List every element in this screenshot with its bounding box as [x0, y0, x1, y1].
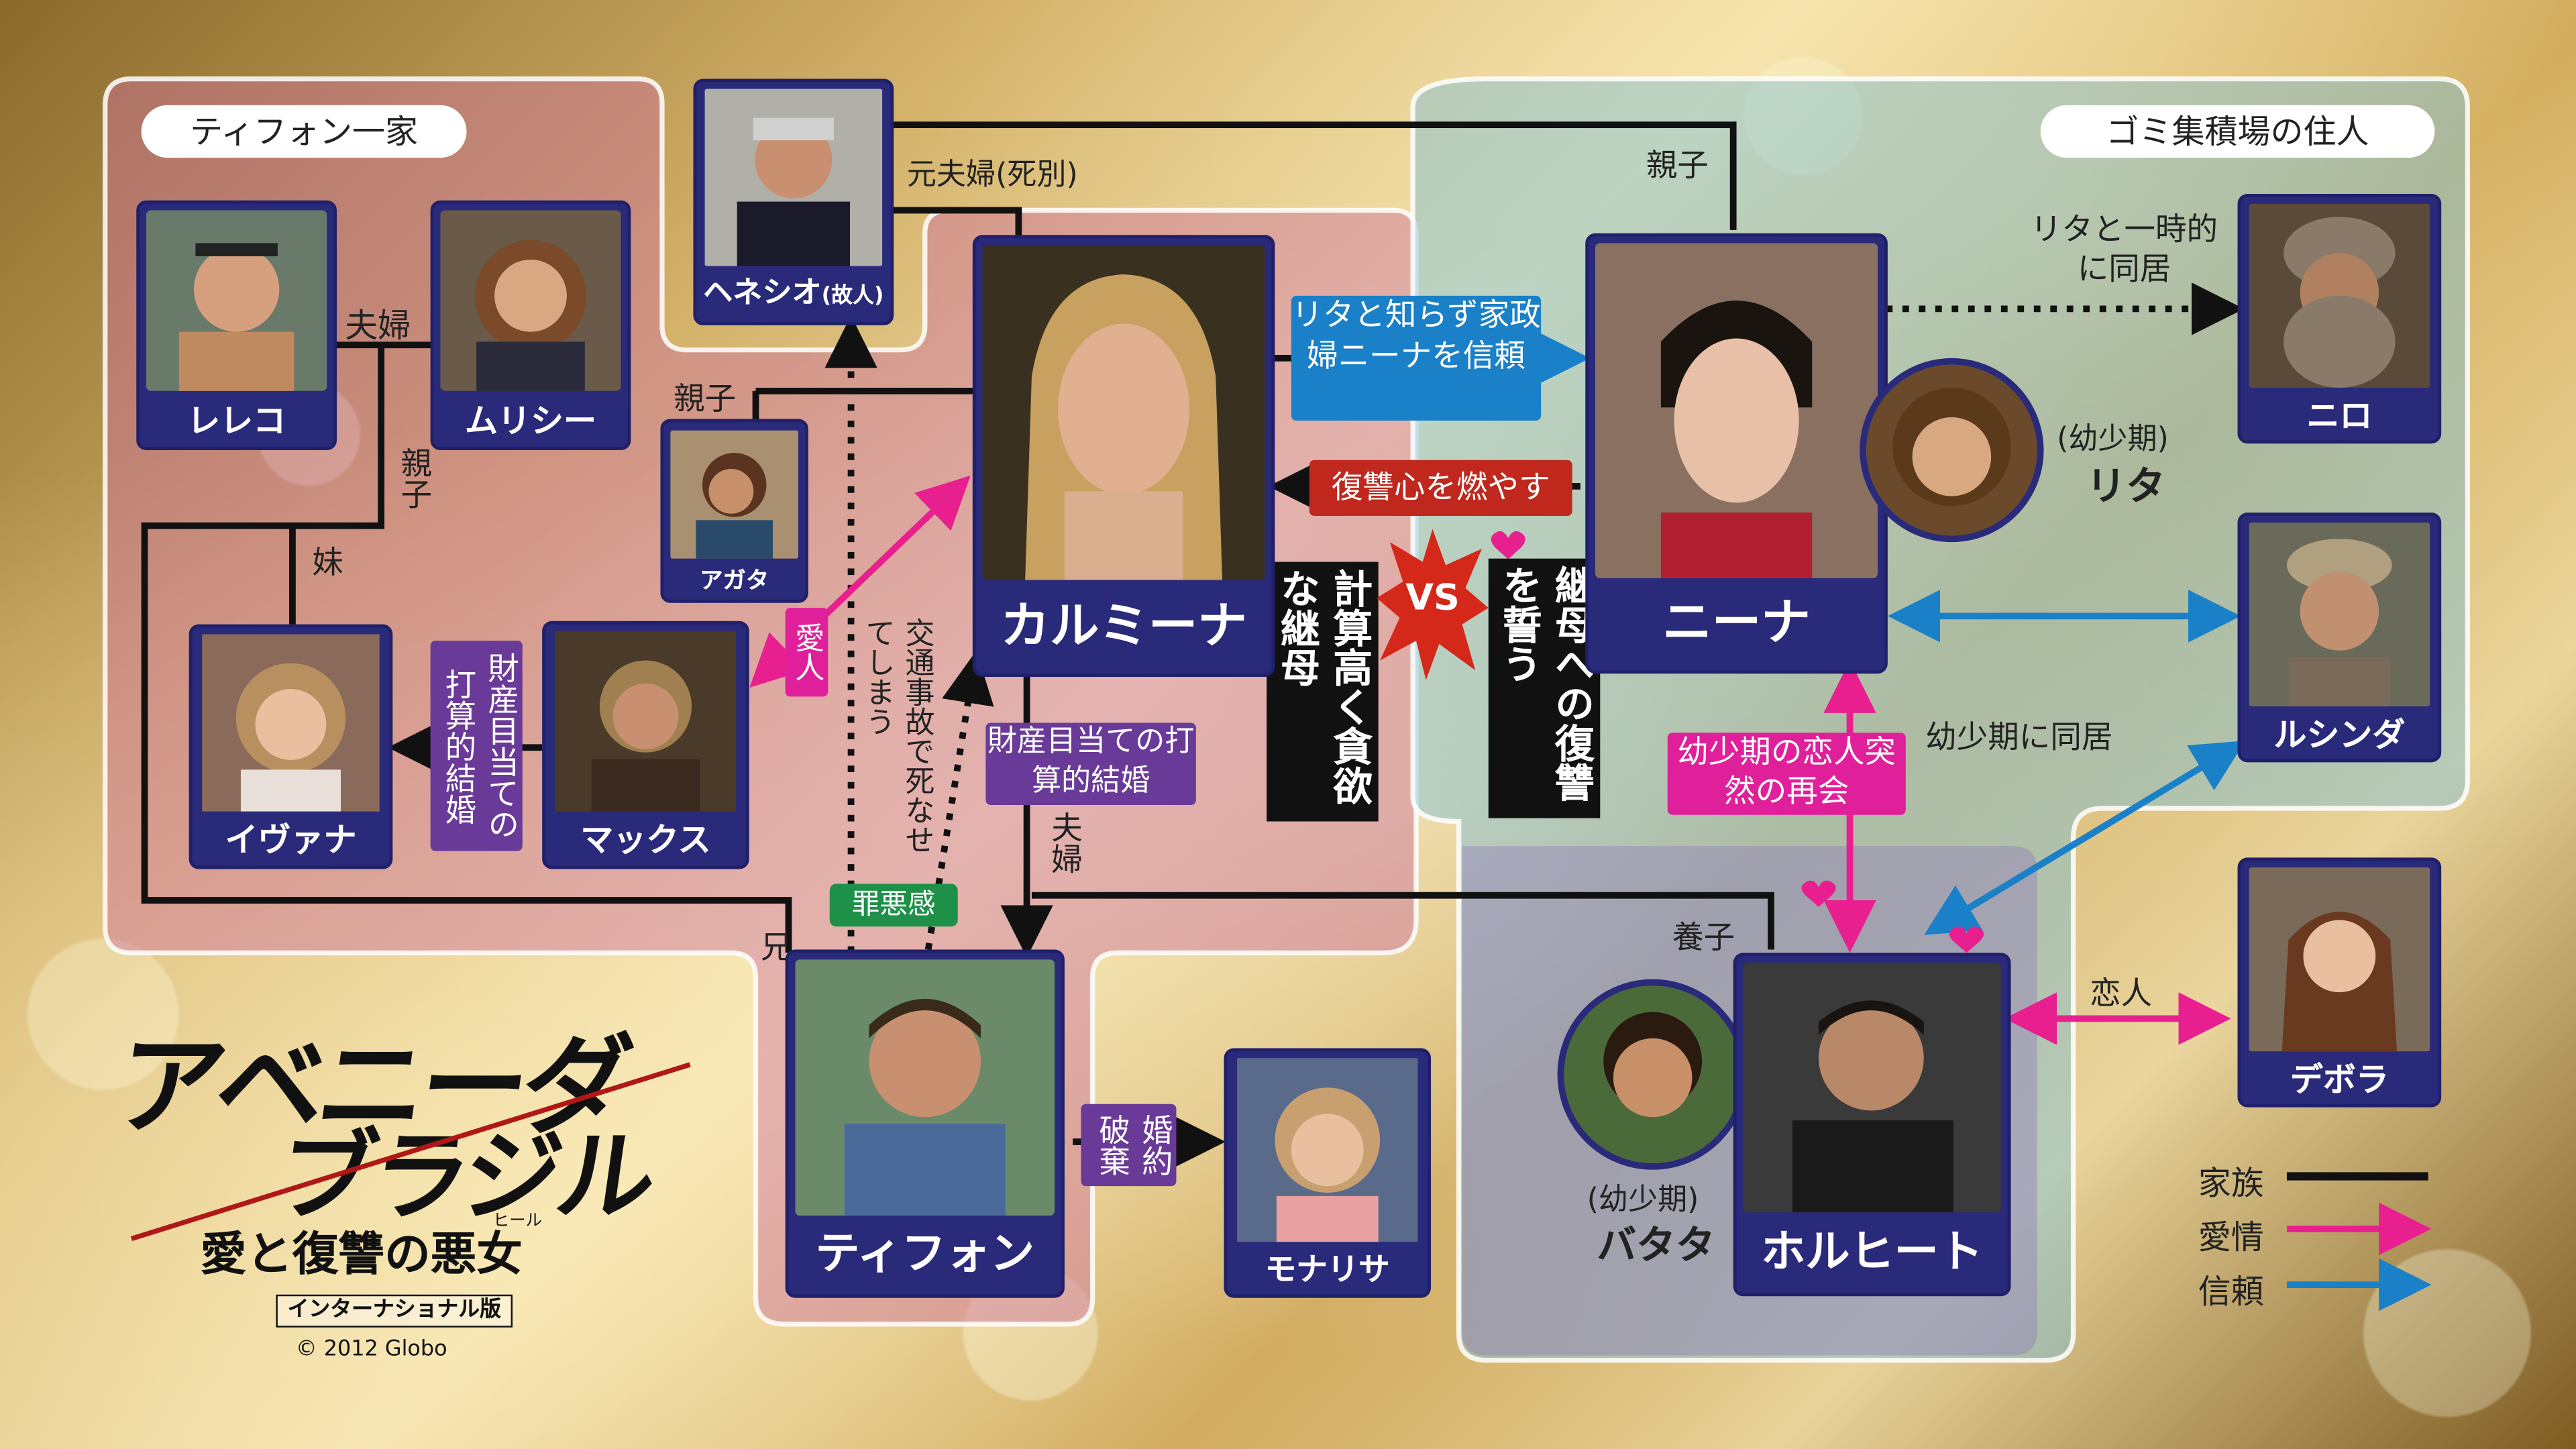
niro-photo [2247, 203, 2431, 388]
ivana-photo [199, 634, 382, 812]
nina-photo [1595, 243, 1878, 579]
name-monalisa: モナリサ [1265, 1252, 1390, 1289]
horhito-photo [1743, 963, 2001, 1213]
name-lucinda: ルシンダ [2273, 714, 2406, 755]
person-card-carmina[interactable]: カルミーナ [972, 235, 1275, 677]
carmina-photo [982, 244, 1265, 580]
name-henesio: ヘネシオ(故人) [696, 266, 890, 322]
person-card-tifon[interactable]: ティフォン [785, 949, 1065, 1298]
rita-child-note: (幼少期) [2057, 422, 2169, 457]
name-max: マックス [580, 820, 711, 859]
name-agata: アガタ [700, 568, 769, 595]
label-adopted: 養子 [1672, 920, 1735, 957]
label-lived-childhood: 幼少期に同居 [1925, 719, 2113, 756]
label-fortune-marriage-tifon: 財産目当ての打算的結婚 [985, 722, 1196, 806]
henesio-photo [703, 89, 883, 266]
person-card-henesio[interactable]: ヘネシオ(故人) [693, 78, 894, 325]
label-revenge: 復讐心を燃やす [1309, 460, 1572, 516]
label-parent-child-agata: 親子 [674, 381, 737, 418]
lereco-photo [146, 210, 327, 391]
label-parent-child-nina: 親子 [1646, 148, 1709, 184]
legend-trust-label: 信頼 [2198, 1271, 2264, 1311]
label-vs: VS [1405, 578, 1460, 620]
heart-icon [1801, 880, 1836, 907]
person-card-agata[interactable]: アガタ [660, 419, 808, 603]
label-couple: 夫婦 [345, 305, 411, 345]
logo: アベニーダ ブラジル 愛と復讐の悪女 ヒール インターナショナル版 © 2012… [108, 999, 706, 1377]
label-lovers: 恋人 [2090, 975, 2153, 1012]
label-fortune-marriage-max: 財産目当ての打算的結婚 [430, 641, 523, 851]
batata-photo[interactable] [1557, 979, 1748, 1170]
logo-ruby: ヒール [492, 1212, 543, 1231]
group-label-dump-residents: ゴミ集積場の住人 [2040, 105, 2435, 158]
name-carmina: カルミーナ [1000, 598, 1247, 656]
logo-subtitle: 愛と復讐の悪女 [201, 1219, 523, 1285]
heart-icon [1949, 926, 1984, 953]
line-parent-child-ivana [141, 345, 792, 953]
name-nina: ニーナ [1662, 594, 1811, 653]
logo-slash-icon [130, 1062, 691, 1242]
name-lereco: レレコ [187, 400, 286, 441]
label-guilt: 罪悪感 [829, 883, 958, 927]
person-card-horhito[interactable]: ホルヒート [1733, 953, 2011, 1297]
label-younger-sister: 妹 [307, 545, 343, 577]
max-photo [552, 631, 739, 812]
rita-child-name: リタ [2086, 463, 2165, 510]
tifon-photo [795, 959, 1055, 1216]
legend-love-label: 愛情 [2198, 1217, 2264, 1257]
legend-family-label: 家族 [2198, 1163, 2264, 1203]
line-tifon-horhito [1031, 892, 1774, 950]
label-engagement-break: 婚約破棄 [1081, 1104, 1177, 1187]
logo-edition: インターナショナル版 [276, 1294, 513, 1328]
label-trust-nina: リタと知らず家政婦ニーナを信頼 [1291, 295, 1542, 421]
name-tifon: ティフォン [815, 1228, 1035, 1280]
agata-photo [670, 429, 799, 560]
label-carmina-desc: 計算高く貪欲な継母 [1267, 561, 1379, 822]
label-parent-child: 親子 [396, 447, 433, 510]
name-niro: ニロ [2306, 396, 2373, 435]
name-henesio-note: (故人) [821, 284, 884, 309]
label-ex-couple: 元夫婦(死別) [906, 158, 1078, 193]
name-ivana: イヴァナ [225, 820, 357, 859]
rita-child-photo[interactable] [1860, 358, 2044, 543]
name-horhito: ホルヒート [1761, 1227, 1983, 1279]
heart-icon [1491, 531, 1525, 559]
label-childhood-lover: 幼少期の恋人突然の再会 [1667, 733, 1906, 815]
name-debora: デボラ [2290, 1059, 2389, 1099]
line-henesio-carmina [890, 121, 1737, 230]
person-card-max[interactable]: マックス [542, 621, 749, 869]
vs-burst-icon [1377, 529, 1489, 680]
logo-copyright: © 2012 Globo [295, 1337, 447, 1362]
person-card-lucinda[interactable]: ルシンダ [2237, 513, 2442, 763]
person-card-nina[interactable]: ニーナ [1585, 233, 1888, 674]
name-murisi: ムリシー [465, 400, 596, 441]
murisi-photo [440, 210, 621, 391]
debora-photo [2247, 867, 2431, 1052]
label-lived-with-rita: リタと一時的に同居 [2030, 211, 2218, 288]
person-card-lereco[interactable]: レレコ [136, 200, 337, 451]
line-lucinda-horhito [1924, 741, 2246, 935]
label-couple-tifon: 夫婦 [1046, 811, 1083, 874]
monalisa-photo [1234, 1058, 1421, 1242]
person-card-murisi[interactable]: ムリシー [430, 200, 631, 451]
person-card-ivana[interactable]: イヴァナ [189, 624, 393, 869]
batata-name: バタタ [1597, 1222, 1715, 1269]
name-henesio-main: ヘネシオ [703, 276, 822, 311]
logo-subtitle-text: 愛と復讐の悪女 [200, 1227, 523, 1282]
lucinda-photo [2247, 522, 2431, 707]
label-lover: 愛人 [785, 608, 828, 697]
label-nina-desc: 継母への復讐を誓う [1488, 558, 1601, 818]
batata-note: (幼少期) [1587, 1183, 1699, 1218]
person-card-monalisa[interactable]: モナリサ [1224, 1048, 1432, 1298]
group-label-tifon-family: ティフォン一家 [141, 105, 467, 158]
label-accident: 交通事故で死なせてしまう [861, 617, 935, 855]
person-card-debora[interactable]: デボラ [2237, 857, 2442, 1108]
person-card-niro[interactable]: ニロ [2237, 193, 2442, 444]
line-ex-couple [890, 207, 1022, 240]
